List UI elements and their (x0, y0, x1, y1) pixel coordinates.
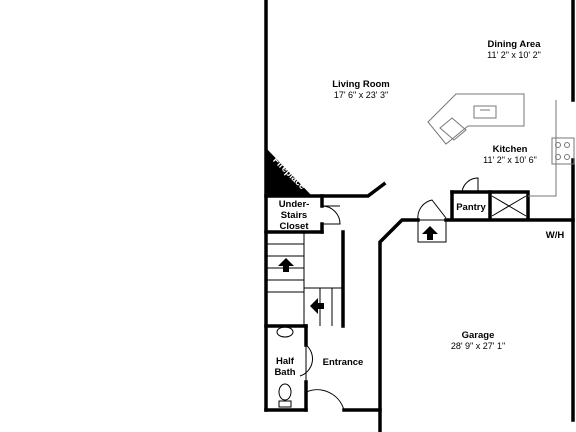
dishwasher (439, 117, 467, 141)
stove-burner (564, 154, 570, 160)
stove-icon (551, 137, 575, 165)
room-name-line: Closet (279, 221, 309, 232)
room-label-dining: Dining Area 11' 2" x 10' 2" (468, 39, 560, 61)
door-swing-icon (299, 344, 313, 382)
stair-up-arrow-icon (278, 258, 294, 272)
wall-wh-box (488, 190, 530, 220)
room-label-entrance: Entrance (322, 357, 364, 368)
stair-outline (266, 231, 305, 326)
stove-burner (555, 142, 561, 148)
kitchen-counter (528, 100, 557, 197)
room-name: Living Room (332, 79, 390, 90)
room-name: Dining Area (487, 39, 541, 50)
stove-burner (555, 154, 561, 160)
room-label-living: Living Room 17' 6" x 23' 3" (315, 79, 407, 101)
toilet-icon (278, 383, 292, 401)
room-dims: 17' 6" x 23' 3" (333, 90, 389, 100)
room-label-pantry: Pantry (456, 202, 486, 213)
stair-up-arrow-icon (310, 298, 324, 314)
door-swing-icon (417, 199, 447, 221)
sink-icon (473, 105, 497, 119)
room-name-line: Stairs (280, 210, 308, 221)
door-swing-icon (321, 205, 341, 225)
room-name-line: Half (276, 356, 294, 367)
room-name-line: Under- (278, 199, 310, 210)
toilet-tank (278, 400, 292, 408)
kitchen-island (427, 93, 525, 145)
room-dims: 11' 2" x 10' 2" (487, 50, 541, 60)
room-name: Garage (461, 330, 495, 341)
room-dims: 11' 2" x 10' 6" (483, 155, 537, 165)
room-label-garage: Garage 28' 9" x 27' 1" (430, 330, 526, 352)
door-swing-icon (461, 177, 479, 193)
garage-step (417, 219, 447, 243)
room-name-line: Bath (274, 367, 296, 378)
door-swing-icon (305, 389, 345, 411)
room-dims: 28' 9" x 27' 1" (450, 341, 506, 351)
wall-garage-north (378, 218, 420, 432)
room-label-wh: W/H (545, 230, 565, 241)
room-name: Kitchen (492, 144, 528, 155)
room-label-halfbath: Half Bath (268, 356, 302, 378)
stair-up-arrow-icon (422, 226, 438, 240)
sink-icon (276, 326, 294, 338)
fireplace-icon (266, 148, 312, 196)
stove-burner (564, 142, 570, 148)
room-label-closet: Under- Stairs Closet (268, 199, 320, 232)
water-heater-icon (491, 195, 527, 217)
room-label-kitchen: Kitchen 11' 2" x 10' 6" (464, 144, 556, 166)
